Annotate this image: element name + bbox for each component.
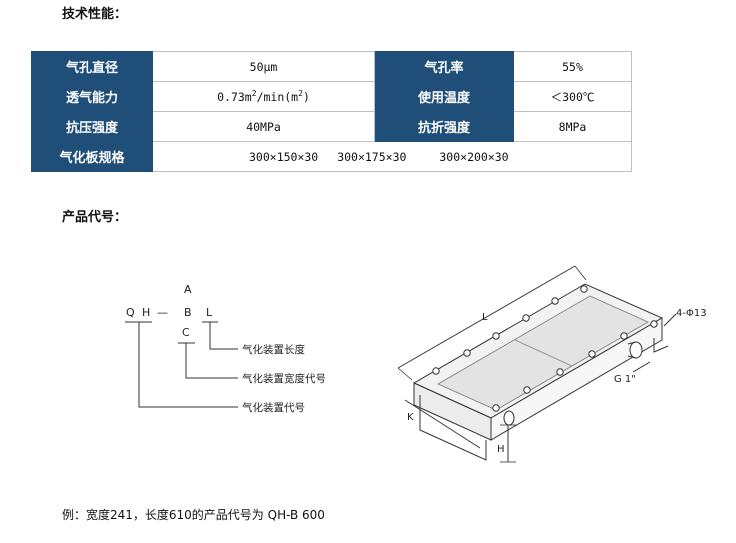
plate-size-1: 300×150×30: [249, 149, 319, 164]
label-width-code: 气化装置宽度代号: [242, 372, 326, 385]
dim-h-label: H: [497, 444, 505, 455]
code-letter-b: B: [184, 306, 192, 319]
dim-holes-label: 4-Φ13: [676, 308, 707, 319]
pore-diameter-value: 50μm: [152, 51, 375, 82]
plate-size-3: 300×200×30: [439, 149, 509, 164]
code-letter-q: Q: [126, 306, 135, 319]
tech-performance-heading: 技术性能：: [62, 7, 128, 22]
label-device-code: 气化装置代号: [242, 401, 305, 414]
dim-pipe-label: G 1": [614, 374, 636, 385]
dim-l-label: L: [482, 312, 488, 323]
spec-row-3: 抗压强度 40MPa 抗折强度 8MPa: [31, 111, 632, 142]
compressive-strength-value: 40MPa: [152, 111, 375, 142]
plate-size-values: 300×150×30 300×175×30 300×200×30: [152, 141, 632, 172]
porosity-value: 55%: [513, 51, 632, 82]
product-code-heading: 产品代号：: [62, 210, 128, 225]
spec-row-4: 气化板规格 300×150×30 300×175×30 300×200×30: [31, 141, 632, 172]
plate-size-label: 气化板规格: [31, 141, 153, 172]
example-text: 例：宽度241，长度610的产品代号为 QH-B 600: [62, 508, 325, 522]
spec-table: 气孔直径 50μm 气孔率 55% 透气能力 0.73m2/min(m2) 使用…: [31, 51, 632, 172]
product-code-diagram: Q H — A B L C 气化装置长度 气化装置宽度代号 气化装置代号: [125, 283, 326, 414]
code-letter-a: A: [184, 283, 192, 296]
operating-temp-value: ＜300℃: [513, 81, 632, 112]
code-leader-lines: [125, 321, 238, 408]
drawing-dimension-labels: L K H 4-Φ13 G 1": [407, 308, 707, 455]
aeration-plate-drawing: [397, 265, 677, 463]
plate-size-2: 300×175×30: [337, 149, 407, 164]
code-dash: —: [157, 306, 168, 319]
code-letter-h: H: [142, 306, 150, 319]
dim-k-label: K: [407, 412, 414, 423]
code-letter-c: C: [182, 326, 190, 339]
flexural-strength-value: 8MPa: [513, 111, 632, 142]
porosity-label: 气孔率: [374, 51, 514, 82]
spec-row-1: 气孔直径 50μm 气孔率 55%: [31, 51, 632, 82]
flexural-strength-label: 抗折强度: [374, 111, 514, 142]
compressive-strength-label: 抗压强度: [31, 111, 153, 142]
operating-temp-label: 使用温度: [374, 81, 514, 112]
code-letter-l: L: [206, 306, 213, 319]
bolt-heads: [432, 285, 658, 412]
permeability-label: 透气能力: [31, 81, 153, 112]
label-length: 气化装置长度: [242, 343, 305, 356]
